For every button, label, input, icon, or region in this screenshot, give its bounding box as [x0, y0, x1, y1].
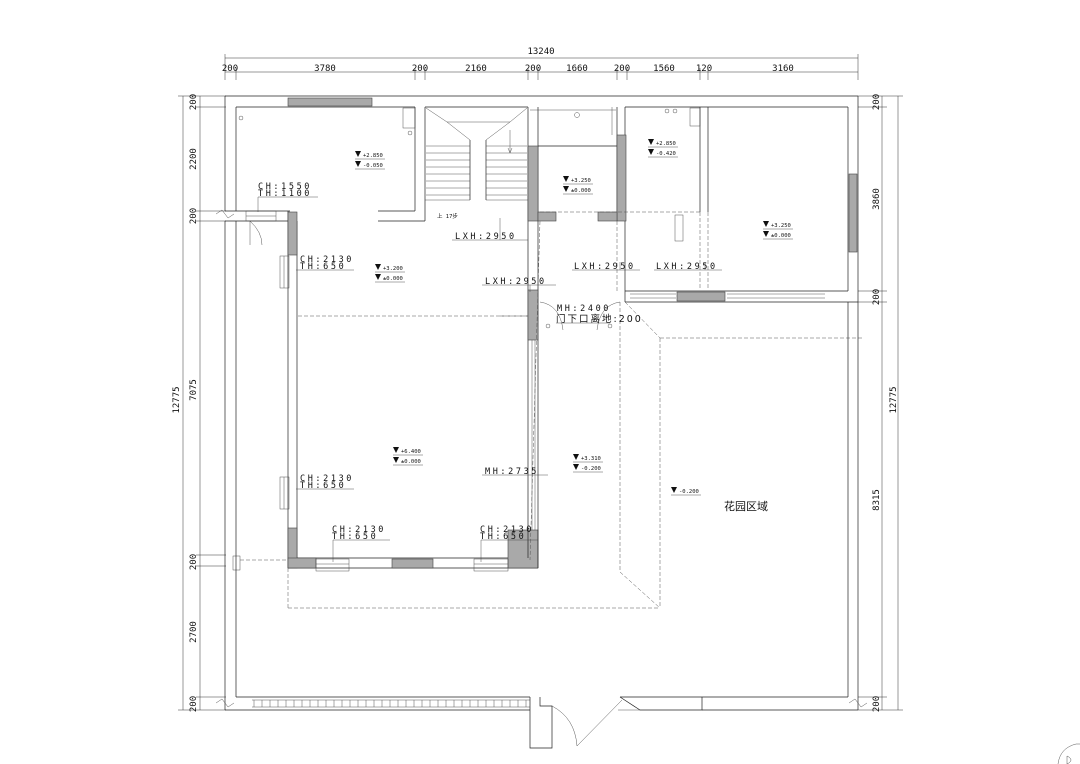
window-bottom-1	[315, 558, 350, 572]
corner-mark-icon	[1057, 743, 1080, 764]
tag-lxh-4: LXH:2950	[656, 262, 718, 272]
level-r5-bot: ±0.000	[383, 276, 403, 282]
dashed-lines	[240, 211, 862, 609]
dim-top-6: 200	[614, 64, 630, 74]
tag-th-1100: TH:1100	[258, 189, 312, 199]
tag-th-650-b: TH:650	[300, 481, 346, 491]
level-r1-top: +2.850	[363, 153, 383, 159]
dim-left-3: 7075	[189, 379, 199, 401]
right-dimension-chain: 200 3860 200 8315 200 12775	[858, 94, 903, 712]
tag-ch-2130-b: CH:2130	[300, 474, 354, 484]
level-markers: +2.850 -0.050 +3.250 ±0.000 +2.850 -0.42…	[355, 139, 793, 496]
tag-lxh-1: LXH:2950	[455, 232, 517, 242]
east-wall-block	[848, 173, 858, 253]
dim-top-3: 2160	[465, 64, 487, 74]
dim-right-3: 8315	[872, 489, 882, 511]
level-r7-bot: -0.200	[581, 466, 601, 472]
tag-ch-2130-c: CH:2130	[332, 525, 386, 535]
tag-lxh-2: LXH:2950	[485, 277, 547, 287]
dim-top-2: 200	[412, 64, 428, 74]
level-r2-bot: ±0.000	[571, 188, 591, 194]
tag-th-650-d: TH:650	[480, 532, 526, 542]
tag-mh-2735: MH:2735	[485, 467, 539, 477]
level-r6-bot: ±0.000	[401, 459, 421, 465]
tag-ch-1550: CH:1550	[258, 182, 312, 192]
dim-top-7: 1560	[653, 64, 675, 74]
dim-left-5: 2700	[189, 621, 199, 643]
left-dimension-chain: 200 2200 200 7075 200 2700 200 12775	[172, 94, 226, 712]
level-r4-bot: ±0.000	[771, 233, 791, 239]
dim-top-0: 200	[222, 64, 238, 74]
partition-block-c	[537, 211, 557, 222]
corner-letter-icon	[1066, 755, 1072, 764]
level-r3-bot: -0.420	[656, 151, 676, 157]
dim-top-5: 1660	[566, 64, 588, 74]
level-r3-top: +2.850	[656, 141, 676, 147]
level-r5-top: +3.200	[383, 266, 403, 272]
living-bottom-wall-block	[391, 558, 434, 569]
living-left-pier-top	[287, 211, 298, 256]
middle-wall-block	[616, 134, 627, 222]
double-door	[539, 301, 621, 331]
dim-left-0: 200	[189, 94, 199, 110]
dim-left-2: 200	[189, 208, 199, 224]
tag-ch-2130-a: CH:2130	[300, 255, 354, 265]
level-r6-top: +6.400	[401, 449, 421, 455]
dim-left-total: 12775	[172, 386, 182, 413]
level-r2-top: +3.250	[571, 178, 591, 184]
stair-up-label: 上 17步	[437, 212, 458, 220]
dim-right-2: 200	[872, 289, 882, 305]
dim-right-total: 12775	[889, 386, 899, 413]
dim-top-1: 3780	[314, 64, 336, 74]
dim-top-4: 200	[525, 64, 541, 74]
dim-left-6: 200	[189, 696, 199, 712]
dim-top-total: 13240	[527, 47, 554, 57]
partition-block-a	[527, 289, 539, 341]
dim-right-0: 200	[872, 94, 882, 110]
dim-top-9: 3160	[772, 64, 794, 74]
dim-left-4: 200	[189, 554, 199, 570]
east-bottom-wall-block	[676, 291, 726, 302]
level-garden: -0.200	[679, 489, 699, 495]
window-bottom-2	[473, 558, 509, 572]
tag-th-650-a: TH:650	[300, 262, 346, 272]
tag-lxh-3: LXH:2950	[574, 262, 636, 272]
dim-left-1: 2200	[189, 148, 199, 170]
level-r7-top: +3.310	[581, 456, 601, 462]
leader-lines	[257, 196, 722, 562]
staircase: 上 17步	[425, 106, 528, 220]
tag-ch-2130-d: CH:2130	[480, 525, 534, 535]
level-r1-bot: -0.050	[363, 163, 383, 169]
top-dimension-chain: 13240 200 3780 200 2160 200 1660 200 156…	[222, 47, 859, 80]
tag-th-650-c: TH:650	[332, 532, 378, 542]
garden-area-label: 花园区域	[724, 500, 768, 513]
middle-wall-stub	[597, 211, 618, 222]
height-tags: CH:1550 TH:1100 CH:2130 TH:650 CH:2130 T…	[258, 182, 718, 542]
dim-right-1: 3860	[872, 188, 882, 210]
tag-door-note: 门下口离地:200	[556, 313, 643, 325]
building-outline	[224, 95, 859, 571]
living-bottom-left-pier	[287, 557, 317, 569]
level-r4-top: +3.250	[771, 223, 791, 229]
dim-right-4: 200	[872, 696, 882, 712]
windows	[245, 210, 509, 572]
tag-mh-2400: MH:2400	[557, 304, 611, 314]
window-left-2	[279, 476, 290, 510]
dim-top-8: 120	[696, 64, 712, 74]
living-bottom-right-pier	[507, 529, 539, 569]
garden-perimeter	[215, 209, 868, 749]
top-wall-block	[287, 97, 373, 107]
window-left-1	[279, 255, 290, 289]
partition-block-b	[527, 145, 539, 222]
